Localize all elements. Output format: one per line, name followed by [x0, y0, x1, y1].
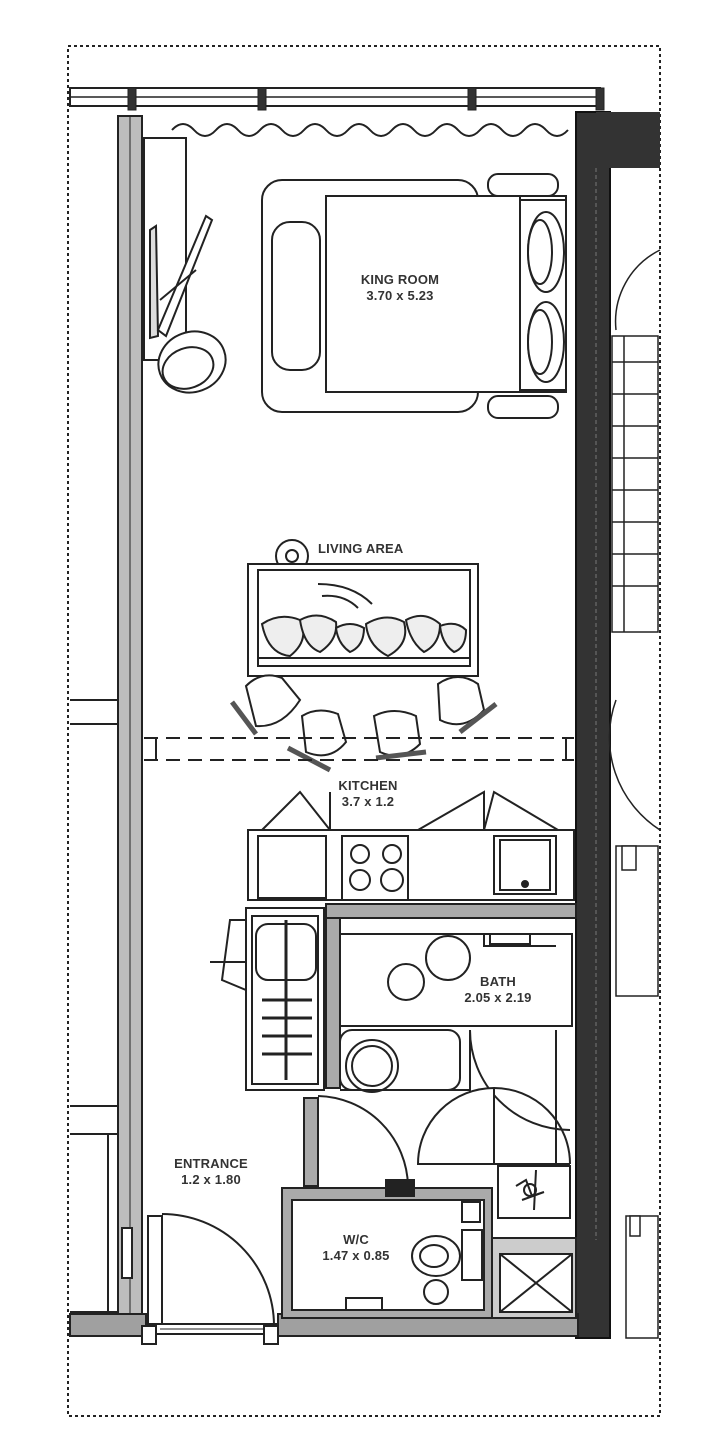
wc-label: W/C 1.47 x 0.85 [306, 1232, 406, 1265]
bath-size: 2.05 x 2.19 [464, 990, 532, 1006]
left-corridor [70, 699, 118, 1313]
entrance-door [121, 1095, 409, 1327]
exterior-stair [608, 249, 661, 1339]
wc-size: 1.47 x 0.85 [322, 1248, 390, 1264]
living-area-furniture [230, 539, 498, 773]
kitchen-label: KITCHEN 3.7 x 1.2 [318, 778, 418, 811]
curtain [171, 123, 569, 137]
living-area-name: LIVING AREA [318, 541, 404, 556]
king-room-size: 3.70 x 5.23 [366, 288, 434, 304]
living-area-label: LIVING AREA [318, 541, 438, 557]
kitchen-size: 3.7 x 1.2 [341, 794, 395, 810]
king-room-name: KING ROOM [360, 272, 440, 287]
king-room-label: KING ROOM 3.70 x 5.23 [330, 272, 470, 305]
wc-name: W/C [343, 1232, 369, 1247]
right-wall [575, 111, 660, 1339]
wardrobe [210, 907, 325, 1091]
left-wall [117, 115, 143, 1327]
top-window-band [69, 87, 605, 111]
site-boundary [67, 45, 661, 1417]
bath-label: BATH 2.05 x 2.19 [448, 974, 548, 1007]
entrance-label: ENTRANCE 1.2 x 1.80 [156, 1156, 266, 1189]
wc-room [281, 1179, 577, 1319]
kitchen-counter [247, 790, 575, 901]
bath-name: BATH [480, 974, 516, 989]
king-bed [261, 173, 567, 419]
kitchen-name: KITCHEN [338, 778, 398, 793]
entrance-name: ENTRANCE [174, 1156, 248, 1171]
entrance-size: 1.2 x 1.80 [181, 1172, 241, 1188]
desk-chair [143, 137, 227, 394]
bath-walls [325, 903, 577, 1219]
bottom-wall [69, 1313, 579, 1345]
zone-divider [144, 737, 574, 761]
